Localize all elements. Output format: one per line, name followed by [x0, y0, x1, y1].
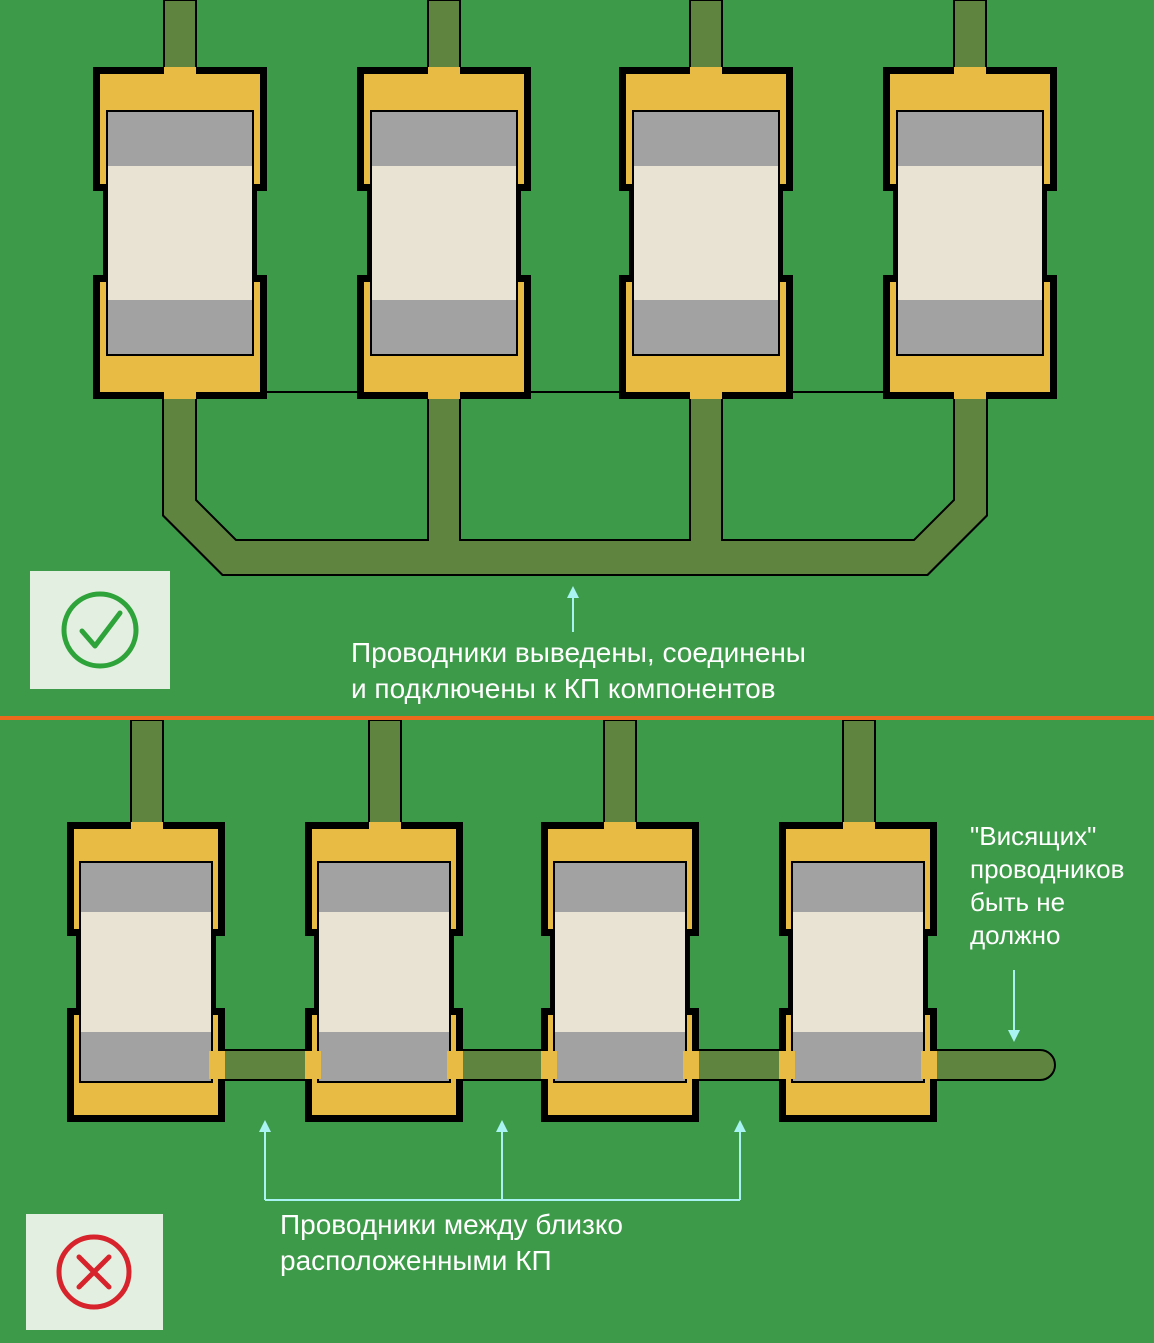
good-caption-line-1: Проводники выведены, соединены [351, 637, 806, 668]
component-2 [357, 67, 531, 399]
component-3 [541, 822, 699, 1122]
good-caption-line-2: и подключены к КП компонентов [351, 673, 776, 704]
trace-top-2 [368, 720, 402, 829]
trace-top-4 [842, 720, 876, 829]
trace-gap-2 [459, 391, 691, 541]
trace-top-3 [689, 0, 723, 73]
bad-caption-line-1: Проводники между близко [280, 1209, 623, 1240]
trace-gap-1 [195, 391, 429, 541]
cross-circle-icon [56, 1234, 132, 1310]
check-circle-icon [61, 591, 139, 669]
component-1 [93, 67, 267, 399]
component-3 [619, 67, 793, 399]
bad-caption-line-2: расположенными КП [280, 1245, 552, 1276]
dangling-note-line-1: "Висящих" [970, 821, 1097, 851]
trace-top-3 [603, 720, 637, 829]
bracket-arrows [264, 1130, 741, 1201]
trace-top-1 [130, 720, 164, 829]
component-4 [883, 67, 1057, 399]
dangling-note-line-2: проводников [970, 854, 1125, 884]
section-divider [0, 716, 1154, 720]
trace-top-2 [427, 0, 461, 73]
component-4 [779, 822, 937, 1122]
bad-example-drawing [67, 720, 1056, 1201]
trace-gap-3 [721, 391, 955, 541]
good-badge [30, 571, 170, 689]
good-example-panel: Проводники выведены, соединены и подключ… [30, 0, 1057, 704]
component-2 [305, 822, 463, 1122]
component-1 [67, 822, 225, 1122]
dangling-note-line-3: быть не [970, 887, 1066, 917]
bad-example-panel [0, 720, 1154, 1343]
dangling-note-line-4: должно [970, 920, 1061, 950]
bad-badge [26, 1214, 163, 1330]
arrow-head [567, 586, 579, 598]
trace-top-4 [953, 0, 987, 73]
trace-top-1 [163, 0, 197, 73]
arrow-head [1008, 1030, 1020, 1042]
good-example-drawing [93, 0, 1057, 632]
